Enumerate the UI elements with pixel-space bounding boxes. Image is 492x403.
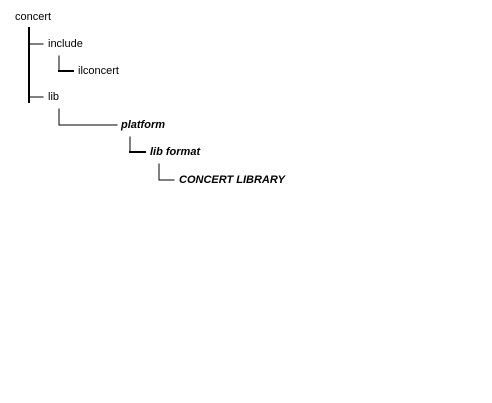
node-lib: lib <box>48 91 60 103</box>
node-concert-library: CONCERT LIBRARY <box>179 174 285 186</box>
node-platform: platform <box>121 119 165 131</box>
node-ilconcert: ilconcert <box>78 65 119 77</box>
node-lib-format: lib format <box>150 146 201 158</box>
node-concert: concert <box>15 11 52 23</box>
node-include: include <box>48 38 83 50</box>
